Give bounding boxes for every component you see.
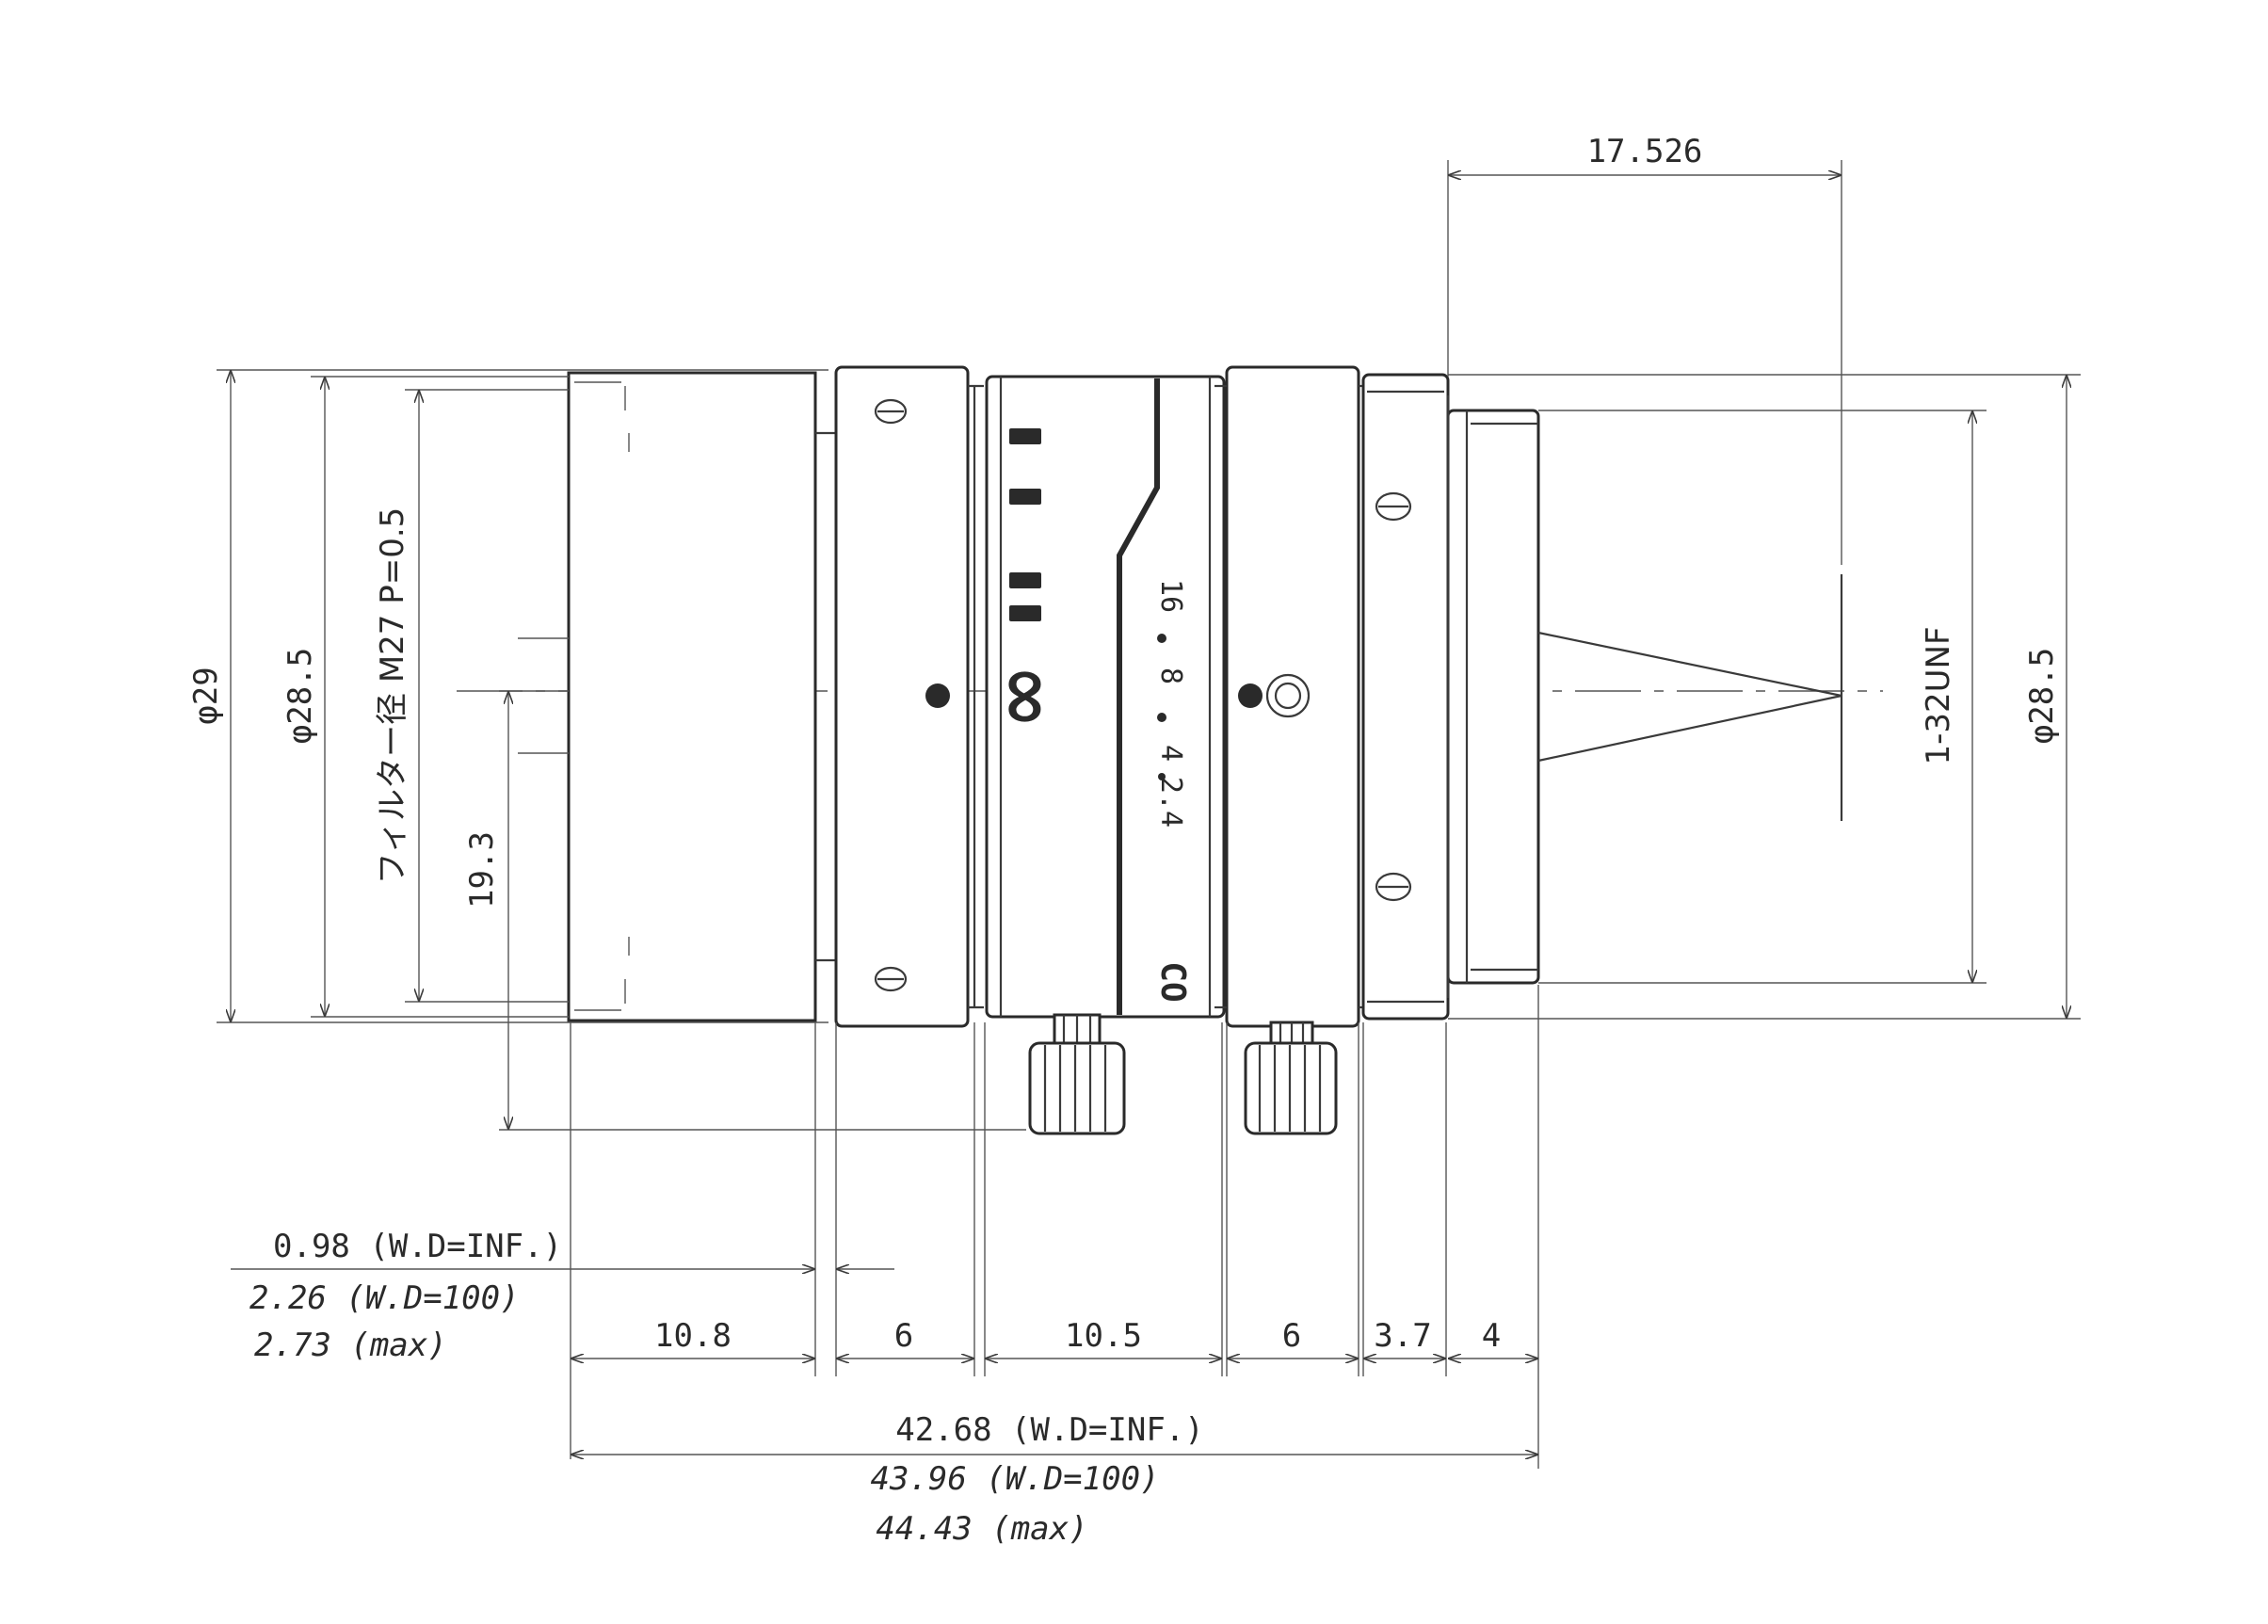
lock-screw-icon: [1265, 673, 1311, 718]
dim-front-offset-max: 2.73 (max): [254, 1327, 447, 1364]
dim-total-length-100: 43.96 (W.D=100): [870, 1460, 1159, 1498]
dimension-lines: φ29 φ28.5 フィルター径 M27 P=0.5 19.3 1-32UNF …: [187, 133, 2081, 1548]
image-cone: [1537, 631, 1842, 763]
dim-flange-back: 17.526: [1587, 133, 1703, 170]
index-dot-icon: [925, 683, 950, 708]
dim-seg-focus-ring: 6: [894, 1317, 913, 1355]
dim-mount-diameter: φ28.5: [2023, 648, 2061, 744]
dim-seg-rear-ring: 3.7: [1374, 1317, 1431, 1355]
dim-seg-iris-ring: 6: [1282, 1317, 1301, 1355]
c-mount: [1446, 409, 1540, 985]
dim-total-length-inf: 42.68 (W.D=INF.): [895, 1411, 1204, 1449]
scale-boundary-line: [1117, 378, 1160, 1015]
rear-ring: [1361, 373, 1450, 1021]
dim-seg-mount: 4: [1482, 1317, 1501, 1355]
dim-front-diameter: φ28.5: [281, 648, 319, 744]
focus-lock-knob: [1028, 1013, 1126, 1135]
dim-filter-size: フィルター径 M27 P=0.5: [374, 507, 411, 885]
dim-front-offset-inf: 0.98 (W.D=INF.): [273, 1228, 562, 1265]
dim-seg-scale-barrel: 10.5: [1065, 1317, 1142, 1355]
screw-icon: [874, 966, 908, 992]
fnumber-8: 8: [1154, 667, 1187, 684]
scale-barrel: [985, 375, 1226, 1019]
dim-front-offset-100: 2.26 (W.D=100): [249, 1279, 520, 1317]
front-barrel: [567, 371, 817, 1022]
dim-seg-front-barrel: 10.8: [654, 1317, 732, 1355]
lens-body: ∞ 16 8 4 2.4 CO: [567, 365, 1843, 1135]
screw-icon: [874, 398, 908, 425]
iris-lock-knob: [1244, 1021, 1338, 1135]
screw-icon: [1375, 872, 1412, 902]
fnumber-2-4: 2.4: [1154, 777, 1187, 828]
infinity-icon: ∞: [983, 665, 1072, 729]
focus-ring: [834, 365, 970, 1028]
dim-total-length-max: 44.43 (max): [876, 1510, 1087, 1548]
dim-thread: 1-32UNF: [1920, 626, 1957, 764]
dim-center-to-knob: 19.3: [463, 831, 501, 908]
iris-code-label: CO: [1153, 961, 1192, 1002]
screw-icon: [1375, 491, 1412, 522]
dim-overall-diameter: φ29: [187, 667, 225, 724]
fnumber-4: 4: [1154, 745, 1187, 762]
index-dot-icon: [1238, 683, 1263, 708]
fnumber-16: 16: [1154, 579, 1187, 613]
